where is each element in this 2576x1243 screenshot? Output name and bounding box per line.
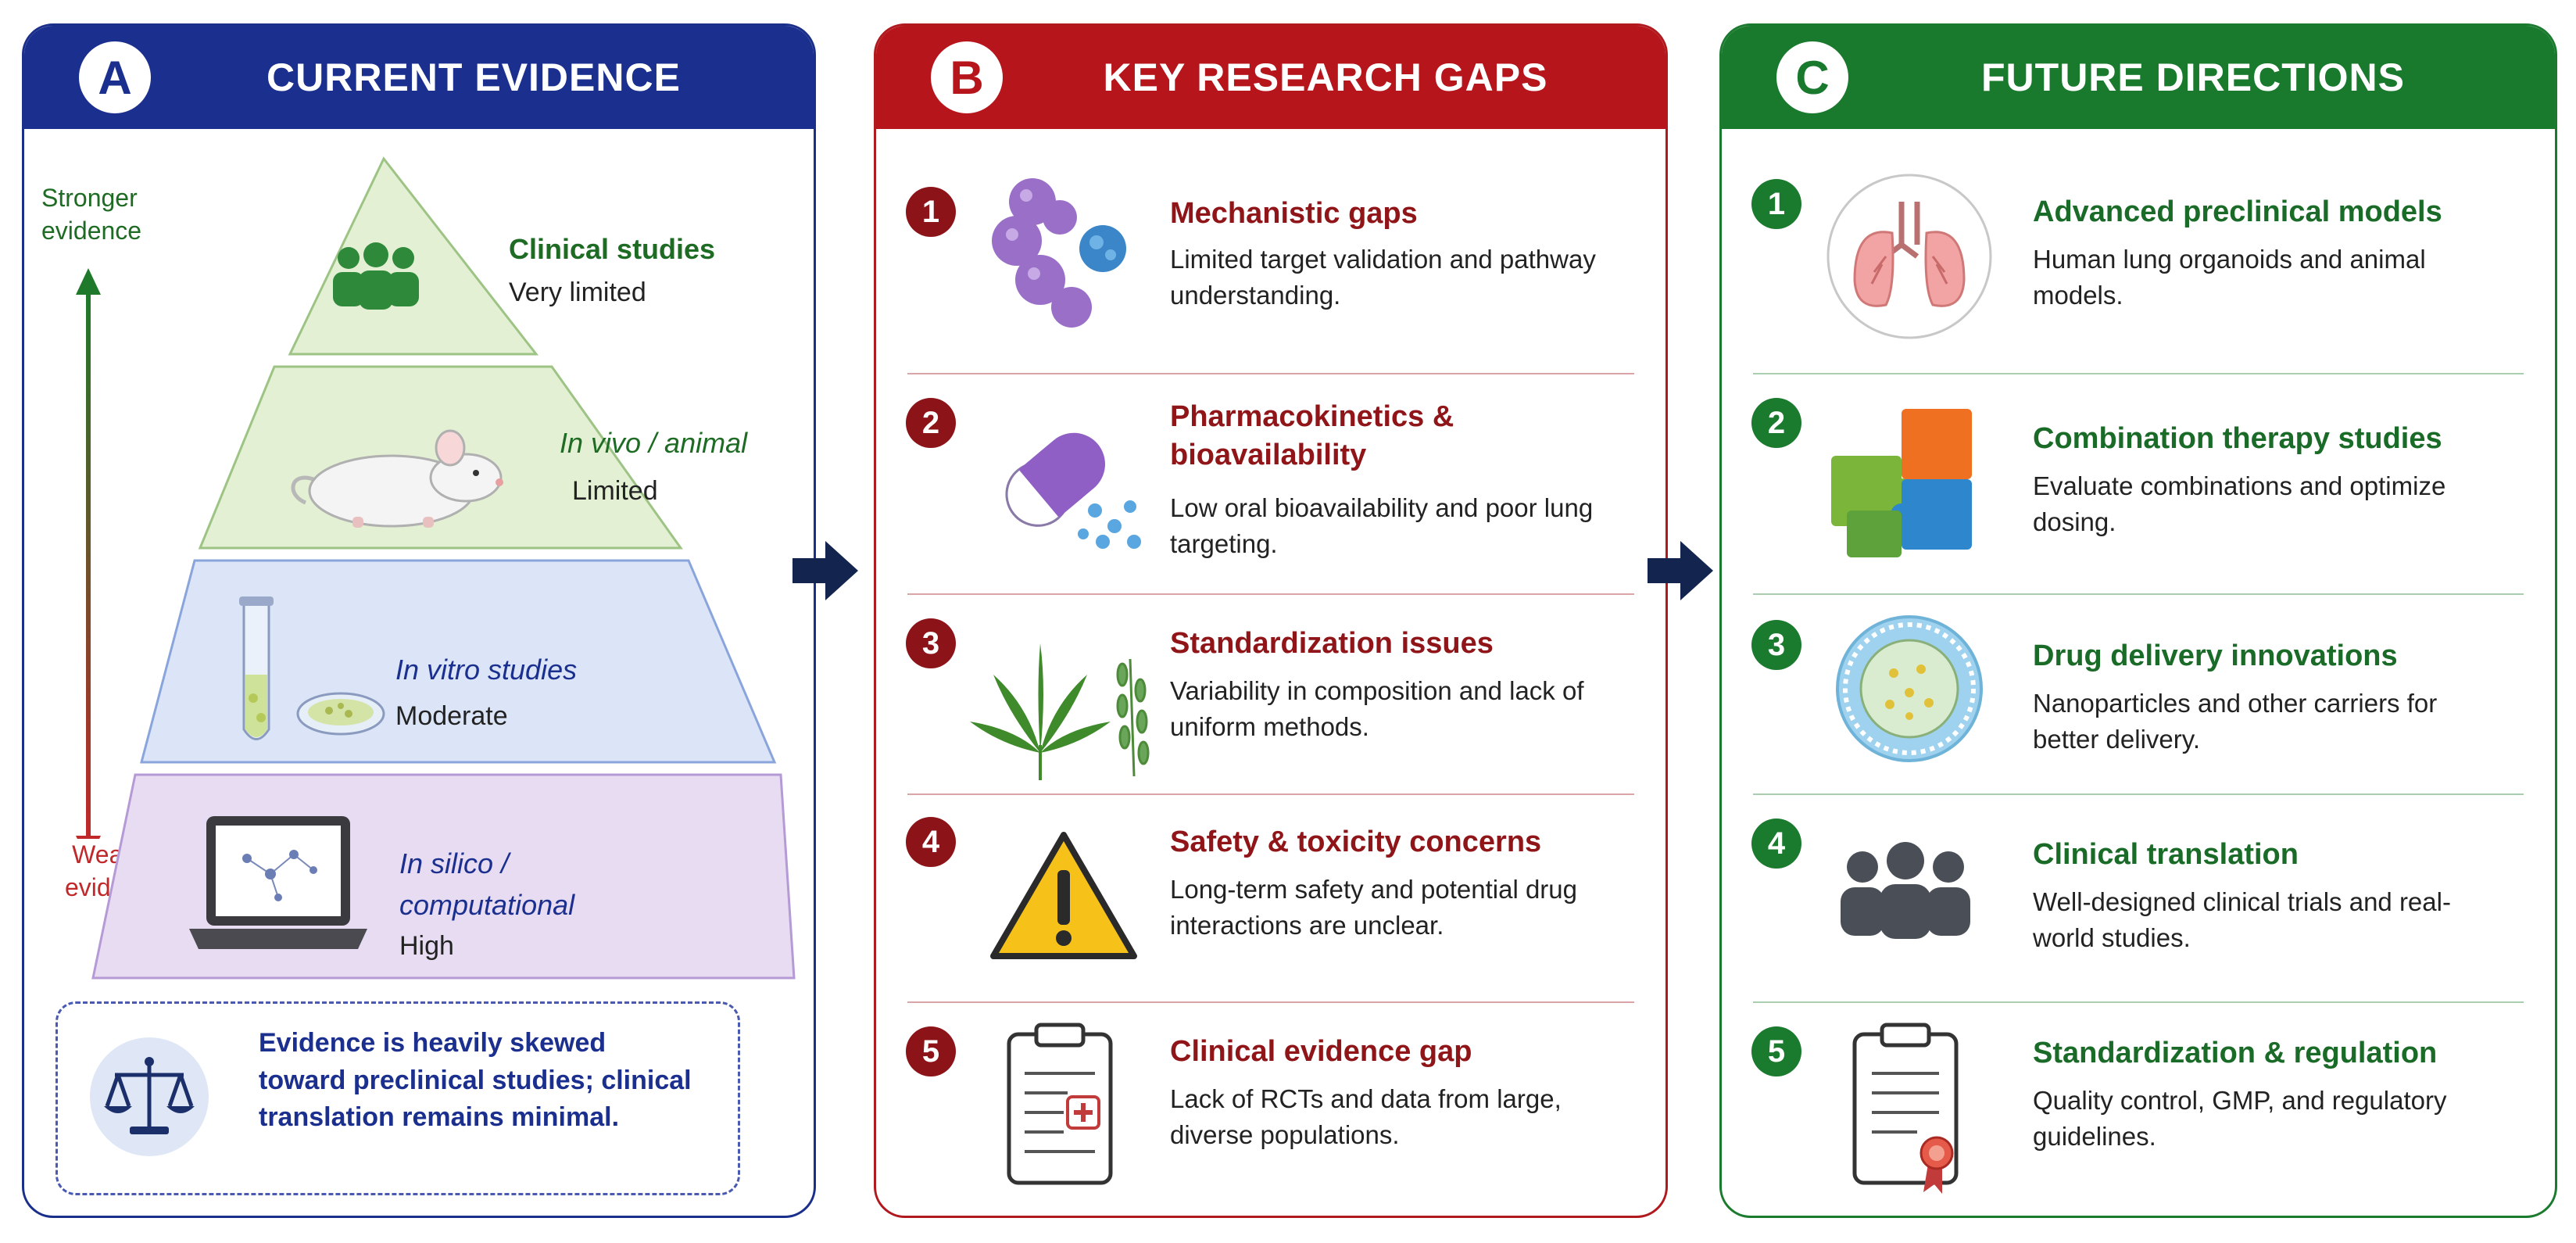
evidence-callout-text: Evidence is heavily skewed toward precli…: [259, 1028, 692, 1133]
gap-title-4: Safety & toxicity concerns: [1170, 826, 1542, 858]
panel-current-evidence: A CURRENT EVIDENCE Stronger evidence Wea…: [22, 23, 816, 1218]
gap-desc-4: Long-term safety and potential drug inte…: [1170, 875, 1577, 940]
direction-number-4: 4: [1751, 819, 1801, 869]
lungs-icon: [1826, 174, 1992, 339]
tier-in-silico-level: High: [399, 931, 454, 962]
capsule-icon: [1005, 432, 1141, 549]
tier-in-silico-title-1: In silico /: [399, 847, 510, 879]
direction-desc-3: Nanoparticles and other carriers for bet…: [2033, 689, 2438, 754]
direction-divider: [1753, 1001, 2524, 1003]
panel-b-title: KEY RESEARCH GAPS: [1103, 56, 1548, 99]
direction-desc-1: Human lung organoids and animal models.: [2033, 245, 2426, 310]
gap-divider: [907, 793, 1634, 795]
gap-desc-3: Variability in composition and lack of u…: [1170, 676, 1584, 742]
tier-in-vitro-level: Moderate: [395, 700, 508, 731]
warning-icon: [990, 832, 1137, 959]
direction-desc-2: Evaluate combinations and optimize dosin…: [2033, 471, 2446, 537]
tier-in-vivo-title: In vivo / animal: [560, 427, 748, 459]
laptop-icon: [189, 816, 367, 949]
direction-number-5: 5: [1751, 1026, 1801, 1076]
certificate-icon: [1852, 1023, 1959, 1194]
panel-b-header: B KEY RESEARCH GAPS: [876, 26, 1665, 129]
gap-desc-2: Low oral bioavailability and poor lung t…: [1170, 493, 1594, 559]
panel-b-badge: B: [931, 41, 1003, 113]
panel-key-research-gaps: B KEY RESEARCH GAPS 1 Mechanistic gaps L…: [874, 23, 1668, 1218]
direction-title-2: Combination therapy studies: [2033, 422, 2442, 455]
gap-number-3: 3: [906, 618, 956, 668]
protein-icon: [992, 178, 1126, 328]
puzzle-icon: [1831, 409, 1972, 557]
panel-c-title: FUTURE DIRECTIONS: [1981, 56, 2405, 99]
mouse-icon: [291, 429, 503, 528]
direction-title-5: Standardization & regulation: [2033, 1037, 2438, 1069]
panel-a-title: CURRENT EVIDENCE: [267, 56, 681, 99]
tier-in-vivo-level: Limited: [572, 475, 658, 506]
nanoparticle-icon: [1836, 615, 1983, 762]
tier-clinical-level: Very limited: [509, 277, 646, 307]
direction-number-3: 3: [1751, 620, 1801, 670]
direction-desc-5: Quality control, GMP, and regulatory gui…: [2033, 1086, 2447, 1152]
direction-desc-4: Well-designed clinical trials and real-w…: [2033, 887, 2451, 953]
direction-title-4: Clinical translation: [2033, 838, 2299, 871]
panel-future-directions: C FUTURE DIRECTIONS 1 Advanced preclinic…: [1719, 23, 2557, 1218]
direction-number-2: 2: [1751, 398, 1801, 448]
clipboard-icon: [1007, 1023, 1113, 1185]
gap-divider: [907, 593, 1634, 595]
gap-desc-5: Lack of RCTs and data from large, divers…: [1170, 1084, 1562, 1150]
tier-in-silico-title-2: computational: [399, 888, 575, 921]
gap-desc-1: Limited target validation and pathway un…: [1170, 245, 1596, 310]
people-icon: [1841, 842, 1970, 939]
direction-number-1: 1: [1751, 179, 1801, 229]
direction-divider: [1753, 793, 2524, 795]
gap-title-1: Mechanistic gaps: [1170, 197, 1418, 230]
panel-c-header: C FUTURE DIRECTIONS: [1722, 26, 2555, 129]
gap-title-3: Standardization issues: [1170, 627, 1494, 660]
gap-number-5: 5: [906, 1026, 956, 1076]
people-icon: [333, 242, 419, 310]
panel-c-badge: C: [1776, 41, 1848, 113]
panel-a-header: A CURRENT EVIDENCE: [24, 26, 814, 129]
direction-title-3: Drug delivery innovations: [2033, 639, 2398, 672]
scales-icon: [90, 1037, 209, 1156]
direction-title-1: Advanced preclinical models: [2033, 195, 2442, 228]
gap-number-1: 1: [906, 187, 956, 237]
gap-number-4: 4: [906, 817, 956, 867]
arrow-right-icon: [792, 541, 858, 600]
arrow-right-icon: [1648, 541, 1713, 600]
direction-divider: [1753, 593, 2524, 595]
evidence-callout-box: [55, 1001, 740, 1195]
stronger-evidence-label: Stronger evidence: [41, 184, 142, 245]
gap-title-5: Clinical evidence gap: [1170, 1035, 1472, 1068]
panel-a-badge: A: [79, 41, 151, 113]
gap-number-2: 2: [906, 398, 956, 448]
gap-divider: [907, 373, 1634, 374]
plant-icon: [970, 643, 1150, 780]
test-tube-icon: [239, 596, 385, 740]
gap-divider: [907, 1001, 1634, 1003]
tier-in-vitro-title: In vitro studies: [395, 654, 578, 686]
direction-divider: [1753, 373, 2524, 374]
tier-clinical-title: Clinical studies: [509, 233, 716, 265]
gap-title-2: Pharmacokinetics & bioavailability: [1170, 400, 1454, 472]
